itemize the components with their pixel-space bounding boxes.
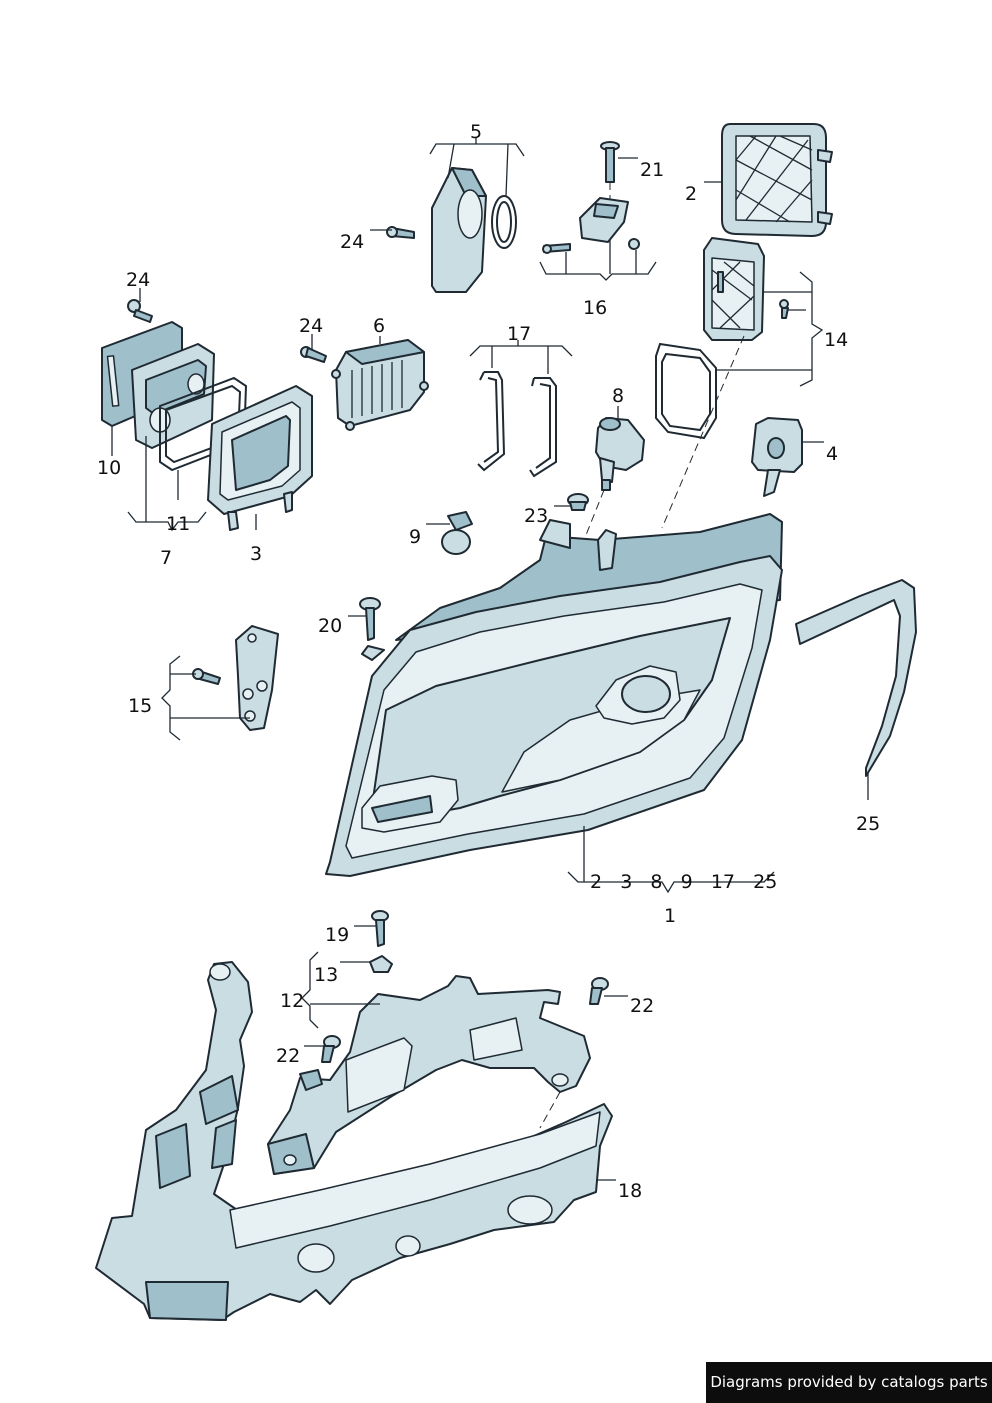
part-8-adjuster-motor xyxy=(595,417,645,491)
callout-16: 16 xyxy=(583,297,607,319)
callout-25: 25 xyxy=(856,813,880,835)
callout-24: 24 xyxy=(340,231,364,253)
callout-22: 22 xyxy=(630,995,654,1017)
part-5-cover-with-seal xyxy=(431,167,517,293)
part-24-screw-b xyxy=(127,299,153,323)
part-20-screw xyxy=(359,597,381,641)
callout-12: 12 xyxy=(280,990,304,1012)
part-12-upper-carrier xyxy=(267,975,591,1175)
callout-22: 22 xyxy=(276,1045,300,1067)
callout-10: 10 xyxy=(97,457,121,479)
part-17-retaining-brackets xyxy=(477,371,557,478)
callout-5: 5 xyxy=(470,121,482,143)
callout-7: 7 xyxy=(160,547,172,569)
callout-19: 19 xyxy=(325,924,349,946)
part-6-control-module xyxy=(331,339,429,431)
credit-banner: Diagrams provided by catalogs parts xyxy=(706,1362,992,1403)
callout-1-components: 2 3 8 9 17 25 xyxy=(590,871,777,893)
callout-1: 1 xyxy=(664,905,676,927)
part-4-bulb-socket xyxy=(751,417,803,497)
part-21-bolt xyxy=(600,141,620,183)
part-22-bolt-b xyxy=(321,1035,341,1063)
callout-14: 14 xyxy=(824,329,848,351)
callout-2: 2 xyxy=(685,183,697,205)
callout-4: 4 xyxy=(826,443,838,465)
part-16-sensor-bracket xyxy=(542,197,640,254)
part-3-frame xyxy=(207,385,313,531)
leader-lines xyxy=(111,138,869,1181)
part-22-bolt-a xyxy=(589,977,609,1005)
credit-text: Diagrams provided by catalogs parts xyxy=(710,1373,988,1391)
part-9-ball-stud xyxy=(441,511,473,555)
callout-9: 9 xyxy=(409,526,421,548)
callout-18: 18 xyxy=(618,1180,642,1202)
callout-13: 13 xyxy=(314,964,338,986)
part-7-ballast-unit xyxy=(131,343,215,449)
part-23-plug xyxy=(567,493,589,511)
callout-8: 8 xyxy=(612,385,624,407)
callout-labels: 5 21 2 24 16 24 24 6 17 14 8 4 10 11 7 3… xyxy=(97,121,880,1202)
part-24-screw-a xyxy=(386,226,415,239)
part-25-trim-strip xyxy=(795,579,917,777)
callout-17: 17 xyxy=(507,323,531,345)
callout-3: 3 xyxy=(250,543,262,565)
callout-11: 11 xyxy=(166,513,190,535)
callout-21: 21 xyxy=(640,159,664,181)
part-13-nut xyxy=(369,955,393,973)
callout-20: 20 xyxy=(318,615,342,637)
part-1-headlight-housing xyxy=(325,513,783,877)
callout-24: 24 xyxy=(299,315,323,337)
callout-6: 6 xyxy=(373,315,385,337)
part-2-rear-cover-cap xyxy=(721,123,833,237)
part-15-bracket xyxy=(192,625,279,731)
part-18-mounting-frame xyxy=(95,961,613,1321)
callout-24: 24 xyxy=(126,269,150,291)
part-19-screw xyxy=(371,910,389,947)
part-14-cover-with-gasket xyxy=(655,237,789,440)
part-24-screw-c xyxy=(300,346,327,363)
callout-15: 15 xyxy=(128,695,152,717)
callout-23: 23 xyxy=(524,505,548,527)
